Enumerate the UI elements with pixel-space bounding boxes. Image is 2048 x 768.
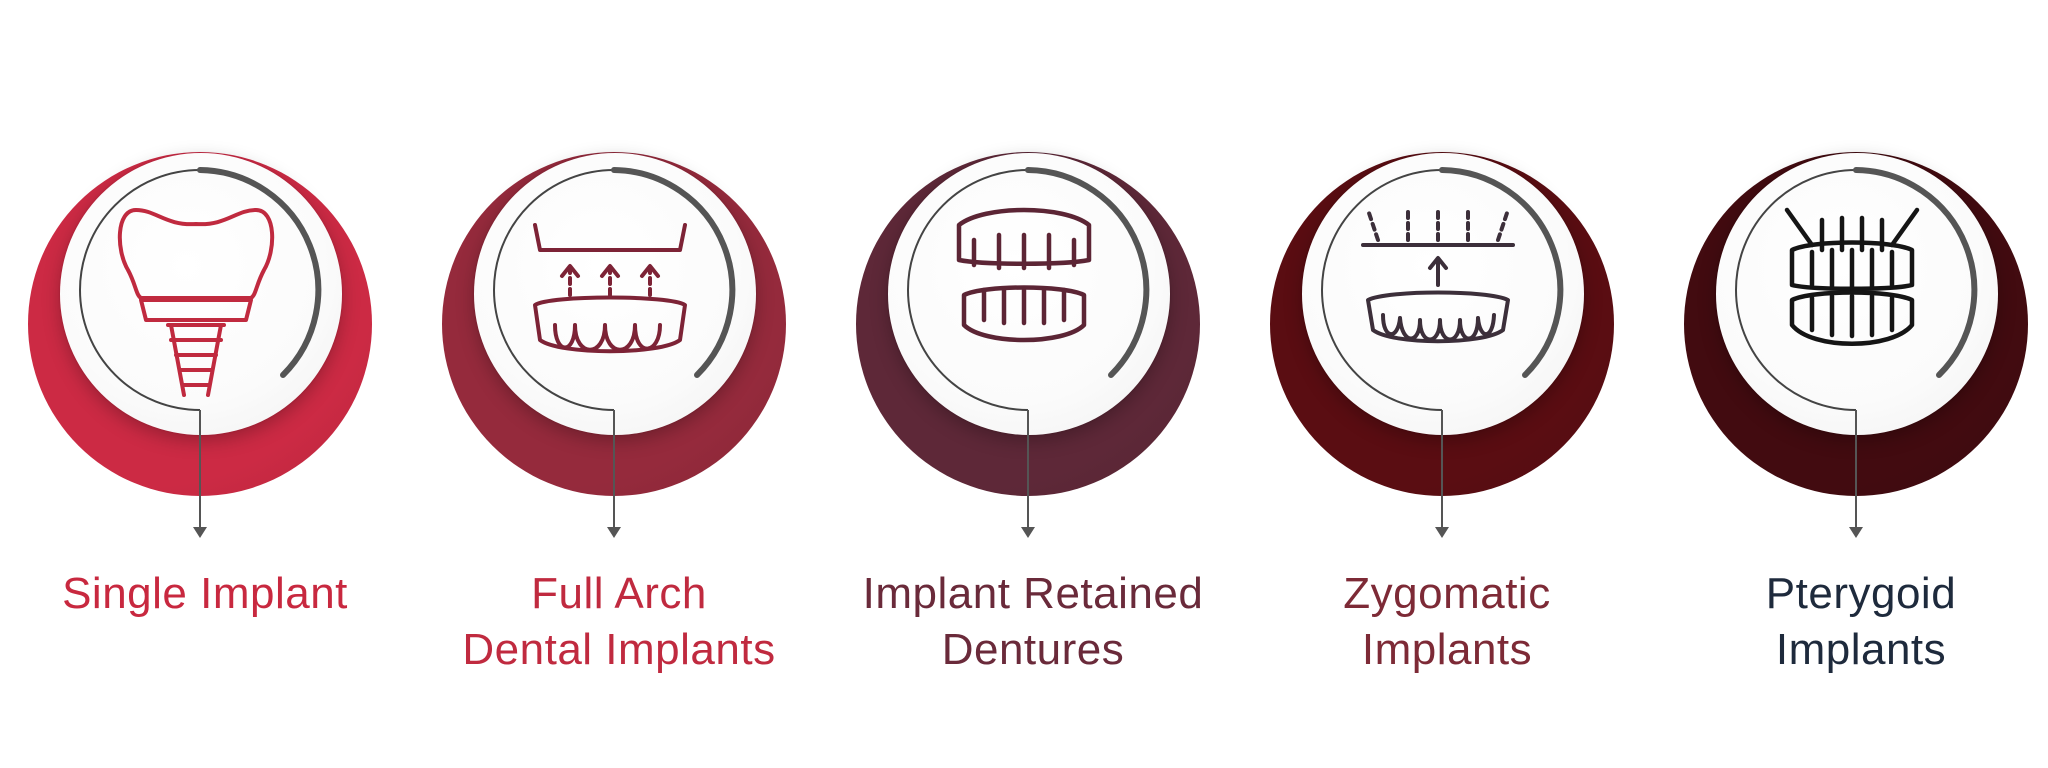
progress-arc xyxy=(1321,167,1564,538)
implant-card-single[interactable]: Single Implant xyxy=(0,0,410,768)
implant-card-pterygoid[interactable]: Pterygoid Implants xyxy=(1656,0,2048,768)
item-label: Full Arch Dental Implants xyxy=(414,566,824,678)
pterygoid-icon xyxy=(1784,207,1920,346)
implant-card-retained-dentures[interactable]: Implant Retained Dentures xyxy=(828,0,1238,768)
label-line: Pterygoid xyxy=(1765,569,1957,618)
progress-arc xyxy=(493,167,736,538)
retained-dentures-icon xyxy=(956,207,1092,343)
icon-circle xyxy=(888,153,1170,435)
label-line: Full Arch xyxy=(531,569,707,618)
label-line: Implants xyxy=(1775,625,1947,674)
icon-circle xyxy=(474,153,756,435)
item-label: Single Implant xyxy=(0,566,410,622)
implant-card-zygomatic[interactable]: Zygomatic Implants xyxy=(1242,0,1652,768)
label-line: Implant Retained xyxy=(862,569,1204,618)
progress-arc xyxy=(907,167,1150,538)
item-label: Pterygoid Implants xyxy=(1656,566,2048,678)
item-label: Zygomatic Implants xyxy=(1242,566,1652,678)
implant-card-full-arch[interactable]: Full Arch Dental Implants xyxy=(414,0,824,768)
label-line: Zygomatic xyxy=(1343,569,1551,618)
label-line: Single Implant xyxy=(62,569,348,618)
progress-arc xyxy=(79,167,322,538)
single-implant-icon xyxy=(117,208,275,397)
item-label: Implant Retained Dentures xyxy=(828,566,1238,678)
progress-arc xyxy=(1735,167,1978,538)
label-line: Implants xyxy=(1361,625,1533,674)
full-arch-icon xyxy=(533,223,687,354)
zygomatic-icon xyxy=(1361,206,1515,344)
icon-circle xyxy=(60,153,342,435)
label-line: Dental Implants xyxy=(462,625,776,674)
label-line: Dentures xyxy=(941,625,1125,674)
